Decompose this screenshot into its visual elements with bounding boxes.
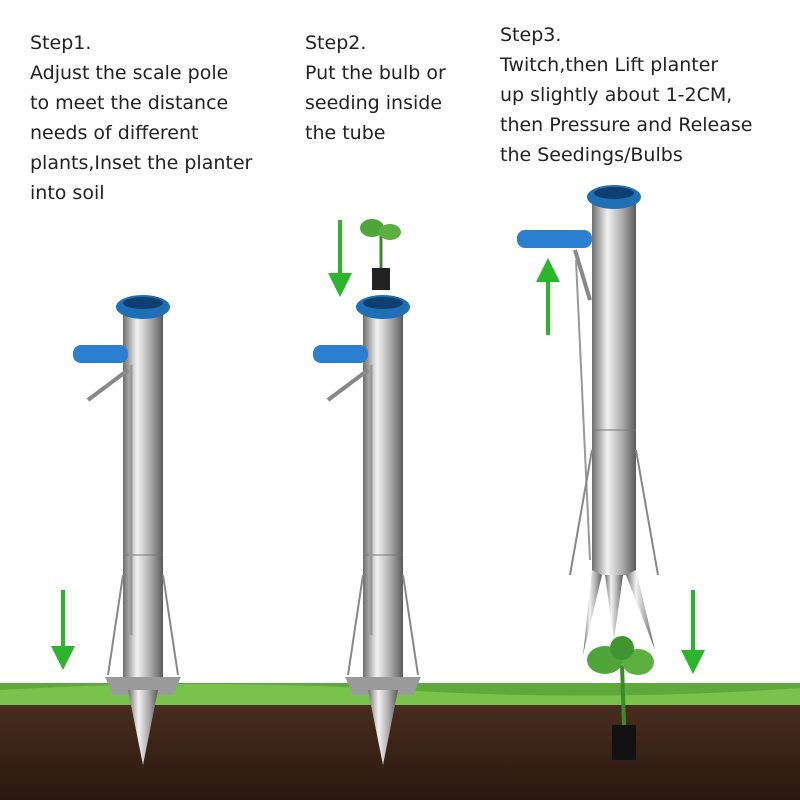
seedling-step2 <box>360 219 401 290</box>
step-text: Twitch,then Lift planter up slightly abo… <box>500 54 753 166</box>
soil <box>0 700 800 800</box>
planter-step3 <box>517 185 659 655</box>
step2-instructions: Step2. Put the bulb or seeding inside the… <box>305 28 446 148</box>
step3-instructions: Step3. Twitch,then Lift planter up slight… <box>500 20 752 170</box>
step-title: Step2. <box>305 32 367 54</box>
step-text: Adjust the scale pole to meet the distan… <box>30 62 253 204</box>
seedling-step3 <box>587 636 654 760</box>
step-title: Step1. <box>30 32 92 54</box>
step1-instructions: Step1. Adjust the scale pole to meet the … <box>30 28 252 208</box>
step-title: Step3. <box>500 24 562 46</box>
step-text: Put the bulb or seeding inside the tube <box>305 62 446 144</box>
